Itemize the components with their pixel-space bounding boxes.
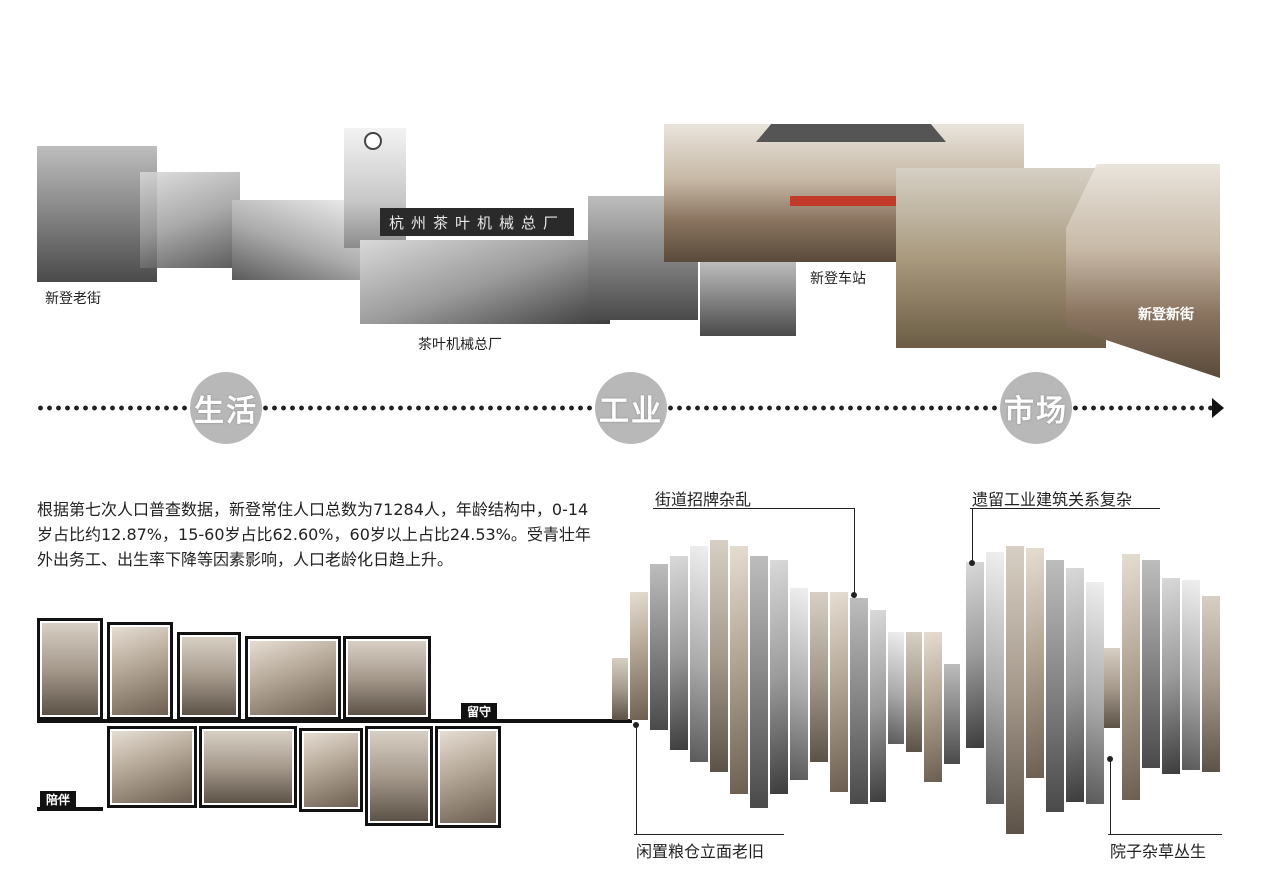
photo-strip <box>710 540 728 772</box>
company-line <box>37 807 103 811</box>
photo-strip <box>790 588 808 780</box>
elder-photo-4 <box>245 636 341 720</box>
street-perspective-photo <box>232 200 362 280</box>
elder-photo-2 <box>107 622 173 720</box>
factory-gate-sign: 杭州茶叶机械总厂 <box>380 208 574 236</box>
photo-strip <box>630 592 648 720</box>
photo-strip <box>888 632 904 744</box>
photo-strip <box>690 546 708 762</box>
photo-strip <box>830 592 848 792</box>
callout-granary-line <box>634 834 784 835</box>
photo-strip <box>1086 582 1104 804</box>
callout-granary-dot <box>633 722 639 728</box>
tag-company: 陪伴 <box>40 791 77 809</box>
callout-industrial-leader <box>972 508 973 562</box>
callout-signs-line <box>653 508 855 509</box>
photo-strip <box>944 664 960 764</box>
photo-strip <box>906 632 922 752</box>
callout-weeds-dot <box>1107 756 1113 762</box>
stay-line <box>37 719 632 723</box>
elder-photo-1 <box>37 618 103 720</box>
elder-photo-6 <box>107 726 197 808</box>
photo-strip <box>1104 648 1120 728</box>
elder-photo-5 <box>343 636 431 720</box>
photo-strip <box>1202 596 1220 772</box>
callout-signs: 街道招牌杂乱 <box>655 490 752 509</box>
elder-photo-7 <box>199 726 297 808</box>
photo-strip <box>870 610 886 802</box>
callout-industrial-dot <box>969 560 975 566</box>
walking-man-photo <box>700 262 796 336</box>
label-station: 新登车站 <box>810 271 866 287</box>
photo-strip <box>810 592 828 762</box>
photo-strip <box>770 560 788 794</box>
callout-industrial: 遗留工业建筑关系复杂 <box>972 490 1133 509</box>
label-factory: 茶叶机械总厂 <box>418 337 502 353</box>
photo-strip <box>1066 568 1084 802</box>
old-street-photo <box>37 146 157 282</box>
factory-photo <box>360 240 610 324</box>
callout-signs-dot <box>851 592 857 598</box>
stage-industry: 工业 <box>595 372 667 444</box>
stage-market: 市场 <box>1000 372 1072 444</box>
callout-granary: 闲置粮仓立面老旧 <box>636 842 765 861</box>
photo-strip <box>1182 580 1200 770</box>
label-new-street: 新登新街 <box>1138 307 1194 323</box>
station-banner <box>790 196 910 206</box>
photo-strip <box>1142 560 1160 768</box>
elder-photo-10 <box>435 726 501 828</box>
photo-strip <box>986 552 1004 804</box>
elder-photo-3 <box>177 632 241 720</box>
clock-icon <box>364 132 382 150</box>
photo-strip <box>1046 560 1064 812</box>
callout-weeds: 院子杂草丛生 <box>1110 842 1207 861</box>
elder-photo-8 <box>299 728 363 812</box>
photo-strip <box>730 546 748 794</box>
photo-strip <box>1122 554 1140 800</box>
photo-strip <box>1006 546 1024 834</box>
photo-strip <box>670 556 688 750</box>
label-old-street: 新登老街 <box>45 291 101 307</box>
callout-signs-leader <box>854 508 855 594</box>
photo-strip <box>1026 548 1044 778</box>
photo-strip <box>612 658 628 720</box>
elder-photo-9 <box>365 726 433 826</box>
photo-strip <box>1162 578 1180 774</box>
callout-weeds-leader <box>1110 760 1111 834</box>
timeline-arrow-icon <box>1212 398 1224 418</box>
callout-granary-leader <box>636 726 637 834</box>
photo-strip <box>850 598 868 804</box>
photo-strip <box>650 564 668 730</box>
population-paragraph: 根据第七次人口普查数据，新登常住人口总数为71284人，年龄结构中，0-14岁占… <box>37 500 591 569</box>
photo-strip <box>924 632 942 782</box>
tag-stay: 留守 <box>461 703 498 721</box>
station-roof <box>756 124 946 142</box>
old-street-photo-b <box>140 172 240 268</box>
callout-industrial-line <box>970 508 1160 509</box>
stage-life: 生活 <box>190 372 262 444</box>
callout-weeds-line <box>1108 834 1222 835</box>
photo-strip <box>750 556 768 808</box>
photo-strip <box>966 562 984 748</box>
